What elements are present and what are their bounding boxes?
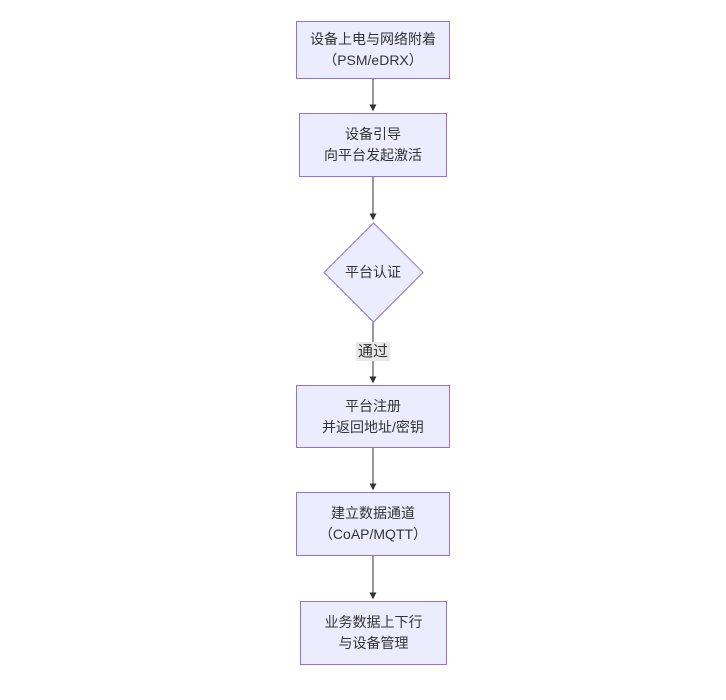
node-bootstrap: 设备引导 向平台发起激活 — [299, 113, 447, 177]
node-label: 并返回地址/密钥 — [322, 418, 424, 435]
node-data-channel: 建立数据通道 （CoAP/MQTT） — [296, 492, 450, 556]
node-label: 与设备管理 — [338, 635, 409, 651]
node-label: 向平台发起激活 — [324, 147, 422, 163]
node-label: 建立数据通道 — [331, 505, 415, 521]
node-register: 平台注册 并返回地址/密钥 — [296, 385, 450, 448]
node-platform-auth: 平台认证 — [322, 221, 424, 323]
edge-label-pass: 通过 — [355, 342, 391, 361]
node-label: 设备上电与网络附着 — [310, 31, 436, 47]
node-label: 平台认证 — [345, 264, 401, 280]
node-label: 平台注册 — [345, 397, 401, 414]
node-label: （PSM/eDRX） — [323, 52, 423, 68]
node-label: 业务数据上下行 — [324, 614, 423, 630]
node-business-data: 业务数据上下行 与设备管理 — [300, 601, 447, 665]
node-power-on: 设备上电与网络附着 （PSM/eDRX） — [296, 21, 450, 79]
node-label: （CoAP/MQTT） — [318, 526, 428, 542]
node-label: 设备引导 — [345, 126, 401, 142]
